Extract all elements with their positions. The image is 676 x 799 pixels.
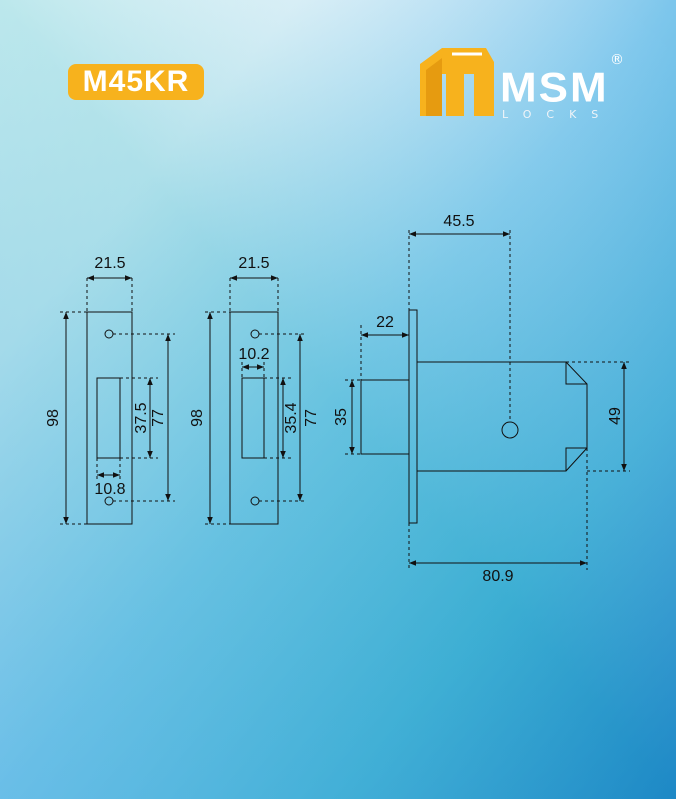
- strike-plate-2: [229, 311, 279, 525]
- brand-name: MSM: [500, 64, 609, 111]
- dim-plate2-width: 21.5: [238, 255, 269, 272]
- dim-plate1-slot-height: 37.5: [133, 402, 150, 433]
- dim-plate1-height: 98: [45, 409, 62, 427]
- dim-plate1-slot-width: 10.8: [94, 481, 125, 498]
- strike-plate-1-bottom-hole: [104, 496, 114, 506]
- strike-plate-2-slot: [241, 377, 265, 459]
- dim-backset: 45.5: [443, 213, 474, 230]
- dim-plate2-hole-spacing: 77: [303, 409, 320, 427]
- dim-plate2-slot-height: 35.4: [283, 402, 300, 433]
- lock-case: [416, 361, 588, 472]
- strike-plate-1-top-hole: [104, 329, 114, 339]
- faceplate: [408, 309, 418, 524]
- dim-plate1-width: 21.5: [94, 255, 125, 272]
- dim-plate1-hole-spacing: 77: [150, 409, 167, 427]
- dim-bolt-height: 35: [333, 408, 350, 426]
- lock-case-chamfer: [565, 362, 587, 471]
- brand-tagline: LOCKS: [502, 108, 614, 121]
- dim-plate2-height: 98: [189, 409, 206, 427]
- strike-plate-1: [86, 311, 133, 525]
- dim-plate2-slot-width: 10.2: [238, 346, 269, 363]
- spindle-hole: [501, 421, 519, 439]
- latch-bolt: [360, 379, 410, 455]
- model-badge: M45KR: [68, 64, 204, 100]
- dim-case-height: 49: [607, 407, 624, 425]
- msm-house-logo-icon: [420, 48, 494, 116]
- strike-plate-2-top-hole: [250, 329, 260, 339]
- strike-plate-2-bottom-hole: [250, 496, 260, 506]
- dim-bolt-throw: 22: [376, 314, 394, 331]
- registered-mark: ®: [610, 52, 624, 68]
- dim-case-depth: 80.9: [482, 568, 513, 585]
- strike-plate-1-slot: [96, 377, 121, 459]
